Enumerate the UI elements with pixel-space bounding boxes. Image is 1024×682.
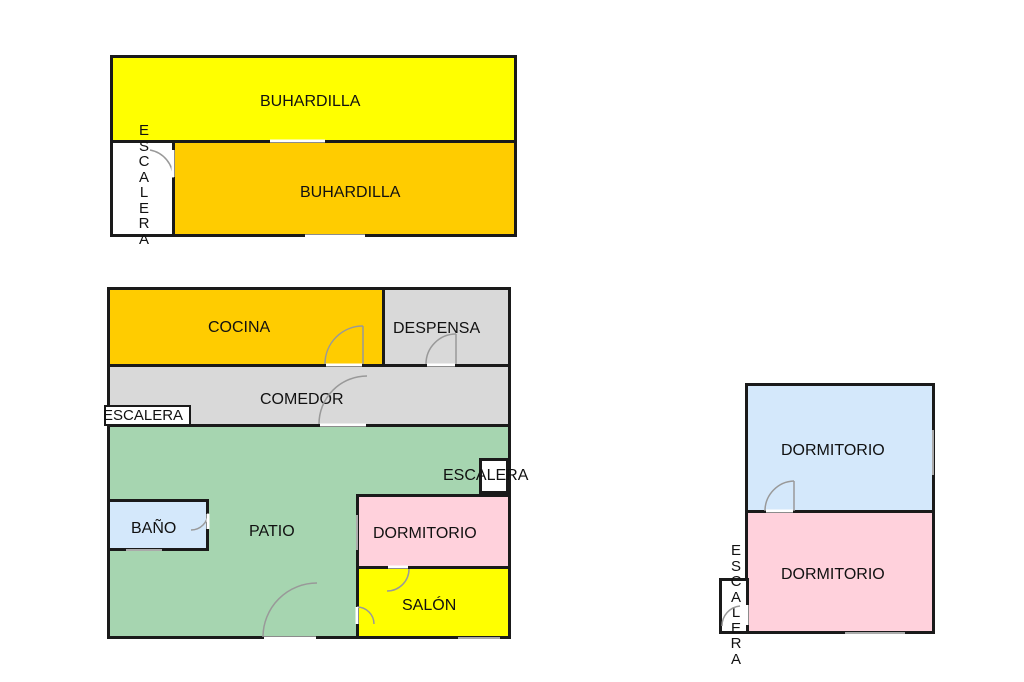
buhardilla-top-label: BUHARDILLA	[260, 93, 361, 110]
escalera-annex-label: ESCALERA	[730, 542, 742, 668]
salon-label: SALÓN	[402, 597, 457, 614]
cocina-label: COCINA	[208, 319, 271, 336]
door-arc-annex-escalera	[721, 605, 741, 627]
escalera-upper-room	[110, 140, 175, 237]
dormitorio-annex-top-room	[745, 383, 935, 513]
door-arc-annex	[764, 480, 795, 512]
salon-room	[356, 566, 511, 639]
patio-label: PATIO	[249, 523, 295, 540]
door-arc-despensa	[425, 333, 457, 365]
door-arc-salon	[386, 568, 410, 592]
dormitorio-annex-bottom-label: DORMITORIO	[781, 566, 885, 583]
door-arc-patio	[262, 582, 318, 638]
escalera-upper-label: ESCALERA	[138, 122, 150, 248]
escalera-left-label: ESCALERA	[103, 407, 184, 424]
bano-label: BAÑO	[131, 520, 177, 537]
despensa-label: DESPENSA	[393, 320, 481, 337]
escalera-left-room	[104, 405, 191, 426]
door-arc-escalera-upper	[149, 149, 174, 179]
dormitorio-annex-top-label: DORMITORIO	[781, 442, 885, 459]
escalera-annex-room	[719, 578, 749, 634]
dormitorio-annex-bottom-room	[745, 510, 935, 634]
door-arc-bano	[190, 512, 209, 531]
door-arc-comedor	[318, 375, 368, 425]
escalera-right-room	[479, 458, 509, 494]
dormitorio-ground-label: DORMITORIO	[373, 525, 477, 542]
buhardilla-bottom-label: BUHARDILLA	[300, 184, 401, 201]
escalera-right-label: ESCALERA	[443, 467, 529, 484]
door-arc-cocina	[324, 325, 364, 365]
door-arc-salon-left	[356, 606, 375, 625]
